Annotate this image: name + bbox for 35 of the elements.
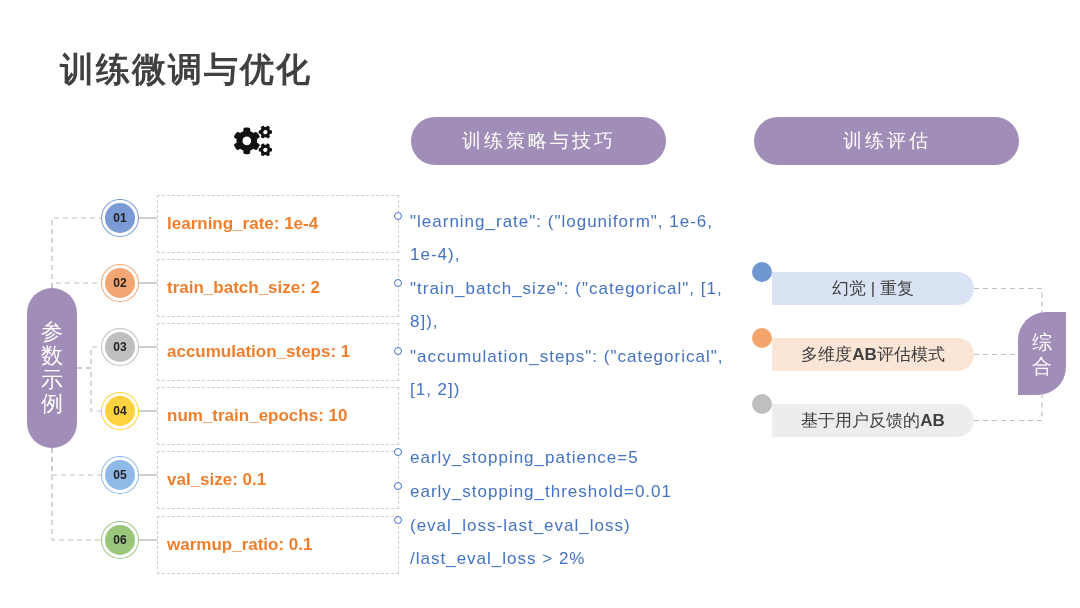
evaluation-pill: 幻觉 | 重复 xyxy=(772,272,974,305)
strategy-text: "train_batch_size": ("categorical", [1, 8]), xyxy=(410,278,724,333)
evaluation-pill: 基于用户反馈的AB xyxy=(772,404,974,437)
strategy-text: early_stopping_threshold=0.01 xyxy=(410,481,672,503)
slide-title: 训练微调与优化 xyxy=(60,48,312,91)
strategy-text: "accumulation_steps": ("categorical", [1, 2]) xyxy=(410,346,725,401)
connector-line xyxy=(137,282,158,284)
number-badge: 06 xyxy=(105,525,135,555)
number-badge: 02 xyxy=(105,268,135,298)
connector-line xyxy=(137,539,158,541)
strategy-text: (eval_loss-last_eval_loss) /last_eval_loss > 2% xyxy=(410,515,632,570)
header-pill: 训练策略与技巧 xyxy=(411,117,666,165)
number-badge: 05 xyxy=(105,460,135,490)
connector-line xyxy=(137,410,158,412)
category-pill: 参数示例 xyxy=(27,288,77,448)
connector-line xyxy=(137,346,158,348)
connector-line xyxy=(973,287,1043,313)
strategy-text: early_stopping_patience=5 xyxy=(410,447,639,469)
number-badge: 04 xyxy=(105,396,135,426)
strategy-text: "learning_rate": ("loguniform", 1e-6, 1e-4), xyxy=(410,211,715,266)
connector-line xyxy=(137,474,158,476)
header-pill: 训练评估 xyxy=(754,117,1019,165)
evaluation-pill: 多维度AB评估模式 xyxy=(772,338,974,371)
parameter-box: learning_rate: 1e-4 xyxy=(157,195,399,253)
parameter-box: accumulation_steps: 1 xyxy=(157,323,399,381)
parameter-box: num_train_epochs: 10 xyxy=(157,387,399,445)
parameter-box: warmup_ratio: 0.1 xyxy=(157,516,399,574)
connector-line xyxy=(973,394,1043,422)
summary-tab: 综合 xyxy=(1018,312,1066,395)
connector-line xyxy=(76,367,103,412)
number-badge: 03 xyxy=(105,332,135,362)
connector-line xyxy=(51,447,103,541)
connector-line xyxy=(137,217,158,219)
number-badge: 01 xyxy=(105,203,135,233)
parameter-box: train_batch_size: 2 xyxy=(157,259,399,317)
